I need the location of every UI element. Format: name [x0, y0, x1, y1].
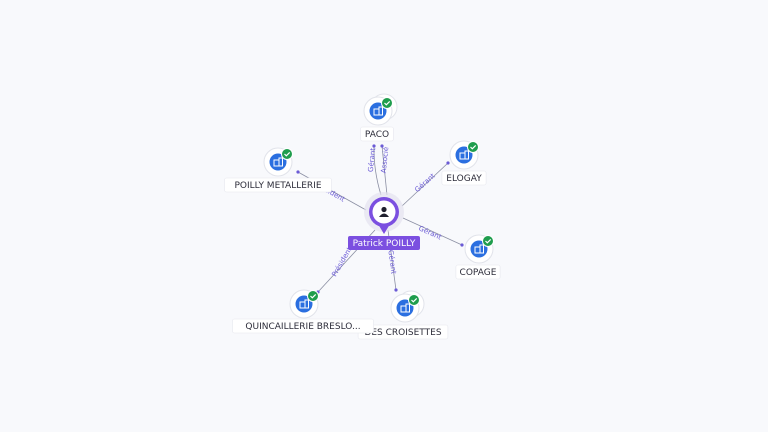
- company-name: QUINCAILLERIE BRESLO...: [245, 322, 360, 332]
- company-name: PACO: [365, 130, 389, 140]
- person-label: Patrick POILLY: [348, 236, 420, 250]
- company-node-copage[interactable]: COPAGE: [455, 234, 501, 280]
- company-name: COPAGE: [460, 268, 497, 278]
- edge-label: Gérant: [386, 250, 397, 275]
- person-node[interactable]: Patrick POILLY: [348, 192, 420, 250]
- company-label: PACO: [360, 126, 394, 142]
- building-icon: [396, 299, 414, 317]
- edge-line: [297, 171, 367, 211]
- building-icon: [269, 153, 287, 171]
- company-label: QUINCAILLERIE BRESLO...: [232, 318, 374, 334]
- edge-arrow-dot: [372, 144, 376, 148]
- building-icon: [369, 102, 387, 120]
- edge-label: Président: [330, 246, 353, 278]
- edge-arrow-dot: [296, 170, 300, 174]
- company-name: DES CROISETTES: [364, 328, 441, 338]
- company-name: ELOGAY: [446, 174, 482, 184]
- company-node-poilly-metallerie[interactable]: POILLY METALLERIE: [224, 147, 332, 193]
- edge-arrow-dot: [460, 243, 464, 247]
- edge-arrow-dot: [380, 144, 384, 148]
- company-node-quincaillerie[interactable]: QUINCAILLERIE BRESLO...: [232, 289, 374, 334]
- edge-line: [401, 162, 449, 207]
- company-label: COPAGE: [455, 264, 501, 280]
- verified-check-icon: [408, 294, 420, 306]
- user-icon: [379, 206, 389, 217]
- edge-line: [373, 145, 382, 196]
- label-background: [441, 170, 487, 186]
- label-background: [232, 318, 374, 334]
- edge-paco[interactable]: Associé: [380, 144, 391, 196]
- person-label-background: [348, 236, 420, 250]
- edge-des-croisettes[interactable]: Gérant: [386, 229, 398, 292]
- verified-check-icon: [307, 290, 319, 302]
- edge-label: Gérant: [367, 147, 377, 172]
- edge-arrow-dot: [394, 288, 398, 292]
- verified-check-icon: [281, 148, 293, 160]
- edge-label: Associé: [380, 146, 391, 173]
- edge-line: [402, 217, 463, 246]
- building-icon: [470, 240, 488, 258]
- company-name: POILLY METALLERIE: [234, 181, 321, 191]
- edge-label: Gérant: [413, 172, 436, 194]
- company-node-elogay[interactable]: ELOGAY: [441, 140, 487, 186]
- edge-line: [381, 145, 388, 196]
- label-background: [360, 126, 394, 142]
- label-background: [455, 264, 501, 280]
- edge-line: [387, 229, 397, 291]
- company-node-des-croisettes[interactable]: DES CROISETTES: [357, 290, 449, 340]
- company-label: POILLY METALLERIE: [224, 177, 332, 193]
- edge-label: Gérant: [417, 224, 442, 241]
- label-background: [224, 177, 332, 193]
- person-name: Patrick POILLY: [353, 239, 416, 249]
- company-node-paco[interactable]: PACO: [360, 93, 398, 142]
- verified-check-icon: [467, 141, 479, 153]
- company-label: ELOGAY: [441, 170, 487, 186]
- edge-arrow-dot: [446, 161, 450, 165]
- building-icon: [295, 295, 313, 313]
- verified-check-icon: [482, 235, 494, 247]
- nodes-layer: PACO ELOGAY COPAGE DES CROISETTES QUINCAILLE…: [224, 93, 501, 340]
- building-icon: [455, 146, 473, 164]
- verified-check-icon: [381, 97, 393, 109]
- edge-paco[interactable]: Gérant: [367, 144, 382, 196]
